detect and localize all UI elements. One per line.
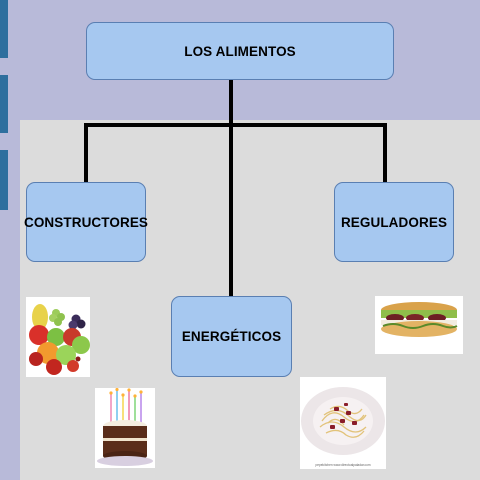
image-credit-caption: pepekitchen www.directoalpaladar.com (315, 463, 371, 467)
birthday-cake-picture (95, 388, 155, 468)
node-label: REGULADORES (340, 214, 448, 230)
left-accent-strip (0, 150, 8, 210)
left-accent-strip (0, 0, 8, 58)
node-label: CONSTRUCTORES (23, 214, 149, 230)
node-constructores: CONSTRUCTORES (23, 182, 149, 262)
node-label: ENERGÉTICOS (181, 329, 282, 344)
node-energeticos: ENERGÉTICOS (171, 296, 292, 377)
spaghetti-plate-picture: pepekitchen www.directoalpaladar.com (300, 377, 386, 469)
fruit-basket-picture (26, 297, 90, 377)
node-los-alimentos: LOS ALIMENTOS (86, 22, 394, 80)
node-reguladores: REGULADORES (334, 182, 454, 262)
left-accent-strip (0, 75, 8, 133)
node-label: LOS ALIMENTOS (184, 43, 296, 59)
sandwich-picture (375, 296, 463, 354)
